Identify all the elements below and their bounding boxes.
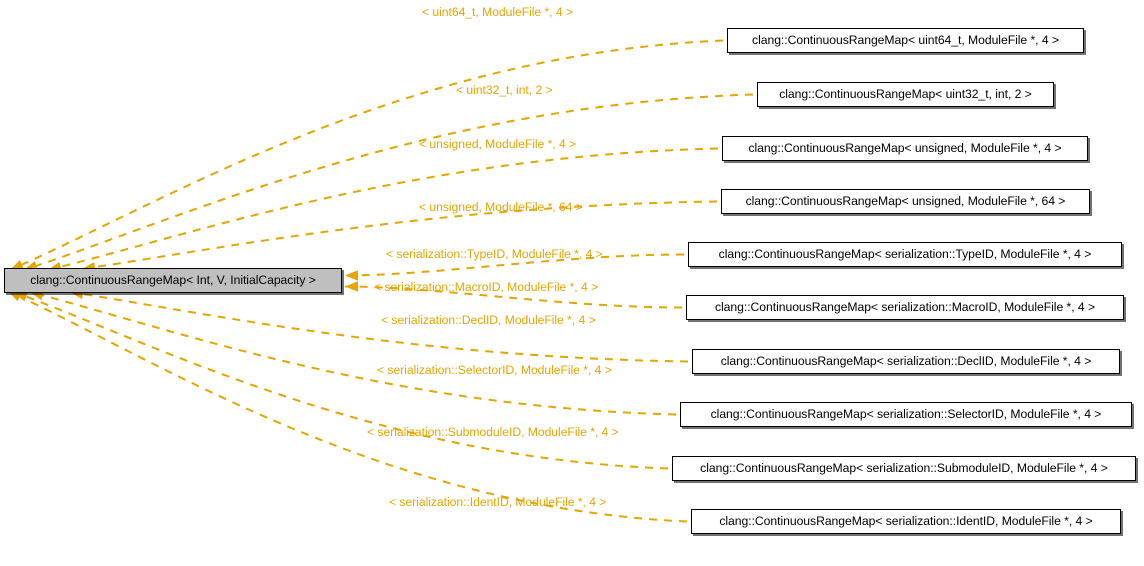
edge-template-args-label: < unsigned, ModuleFile *, 4 > <box>419 137 577 151</box>
derived-class-node[interactable]: clang::ContinuousRangeMap< serialization… <box>672 456 1136 481</box>
base-class-label: clang::ContinuousRangeMap< Int, V, Initi… <box>30 273 316 288</box>
edge-template-args-label: < serialization::TypeID, ModuleFile *, 4… <box>386 247 603 261</box>
edge-template-args-label: < uint64_t, ModuleFile *, 4 > <box>422 5 573 19</box>
derived-class-label: clang::ContinuousRangeMap< uint32_t, int… <box>779 87 1032 102</box>
edge-template-args-label: < uint32_t, int, 2 > <box>456 83 553 97</box>
derived-class-label: clang::ContinuousRangeMap< serialization… <box>719 514 1093 529</box>
edge-template-args-label: < serialization::IdentID, ModuleFile *, … <box>389 495 607 509</box>
derived-class-label: clang::ContinuousRangeMap< uint64_t, Mod… <box>752 33 1059 48</box>
derived-class-node[interactable]: clang::ContinuousRangeMap< serialization… <box>680 402 1132 427</box>
inheritance-arrowhead <box>345 281 358 292</box>
derived-class-label: clang::ContinuousRangeMap< serialization… <box>720 354 1092 369</box>
derived-class-label: clang::ContinuousRangeMap< serialization… <box>700 461 1108 476</box>
derived-class-label: clang::ContinuousRangeMap< unsigned, Mod… <box>745 194 1066 209</box>
inheritance-arrowhead <box>345 270 358 281</box>
inheritance-edge <box>23 93 754 271</box>
derived-class-node[interactable]: clang::ContinuousRangeMap< serialization… <box>688 242 1122 267</box>
edge-template-args-label: < serialization::DeclID, ModuleFile *, 4… <box>381 313 596 327</box>
derived-class-node[interactable]: clang::ContinuousRangeMap< unsigned, Mod… <box>721 189 1090 214</box>
inheritance-edge <box>9 39 724 271</box>
derived-class-label: clang::ContinuousRangeMap< serialization… <box>710 407 1102 422</box>
derived-class-node[interactable]: clang::ContinuousRangeMap< serialization… <box>691 509 1121 534</box>
edge-template-args-label: < serialization::MacroID, ModuleFile *, … <box>374 280 599 294</box>
derived-class-node[interactable]: clang::ContinuousRangeMap< serialization… <box>692 349 1120 374</box>
inheritance-arrowhead <box>14 291 28 302</box>
derived-class-label: clang::ContinuousRangeMap< serialization… <box>718 247 1092 262</box>
derived-class-node[interactable]: clang::ContinuousRangeMap< uint32_t, int… <box>757 82 1054 107</box>
edge-template-args-label: < serialization::SelectorID, ModuleFile … <box>377 363 612 377</box>
edge-template-args-label: < unsigned, ModuleFile *, 64 > <box>419 200 583 214</box>
inheritance-edge <box>47 147 719 271</box>
derived-class-node[interactable]: clang::ContinuousRangeMap< unsigned, Mod… <box>722 136 1088 161</box>
derived-class-label: clang::ContinuousRangeMap< serialization… <box>714 300 1096 315</box>
derived-class-node[interactable]: clang::ContinuousRangeMap< serialization… <box>686 295 1124 320</box>
edge-template-args-label: < serialization::SubmoduleID, ModuleFile… <box>367 425 619 439</box>
base-class-node[interactable]: clang::ContinuousRangeMap< Int, V, Initi… <box>4 268 342 293</box>
derived-class-node[interactable]: clang::ContinuousRangeMap< uint64_t, Mod… <box>727 28 1084 53</box>
inheritance-edge <box>29 291 677 416</box>
derived-class-label: clang::ContinuousRangeMap< unsigned, Mod… <box>748 141 1062 156</box>
